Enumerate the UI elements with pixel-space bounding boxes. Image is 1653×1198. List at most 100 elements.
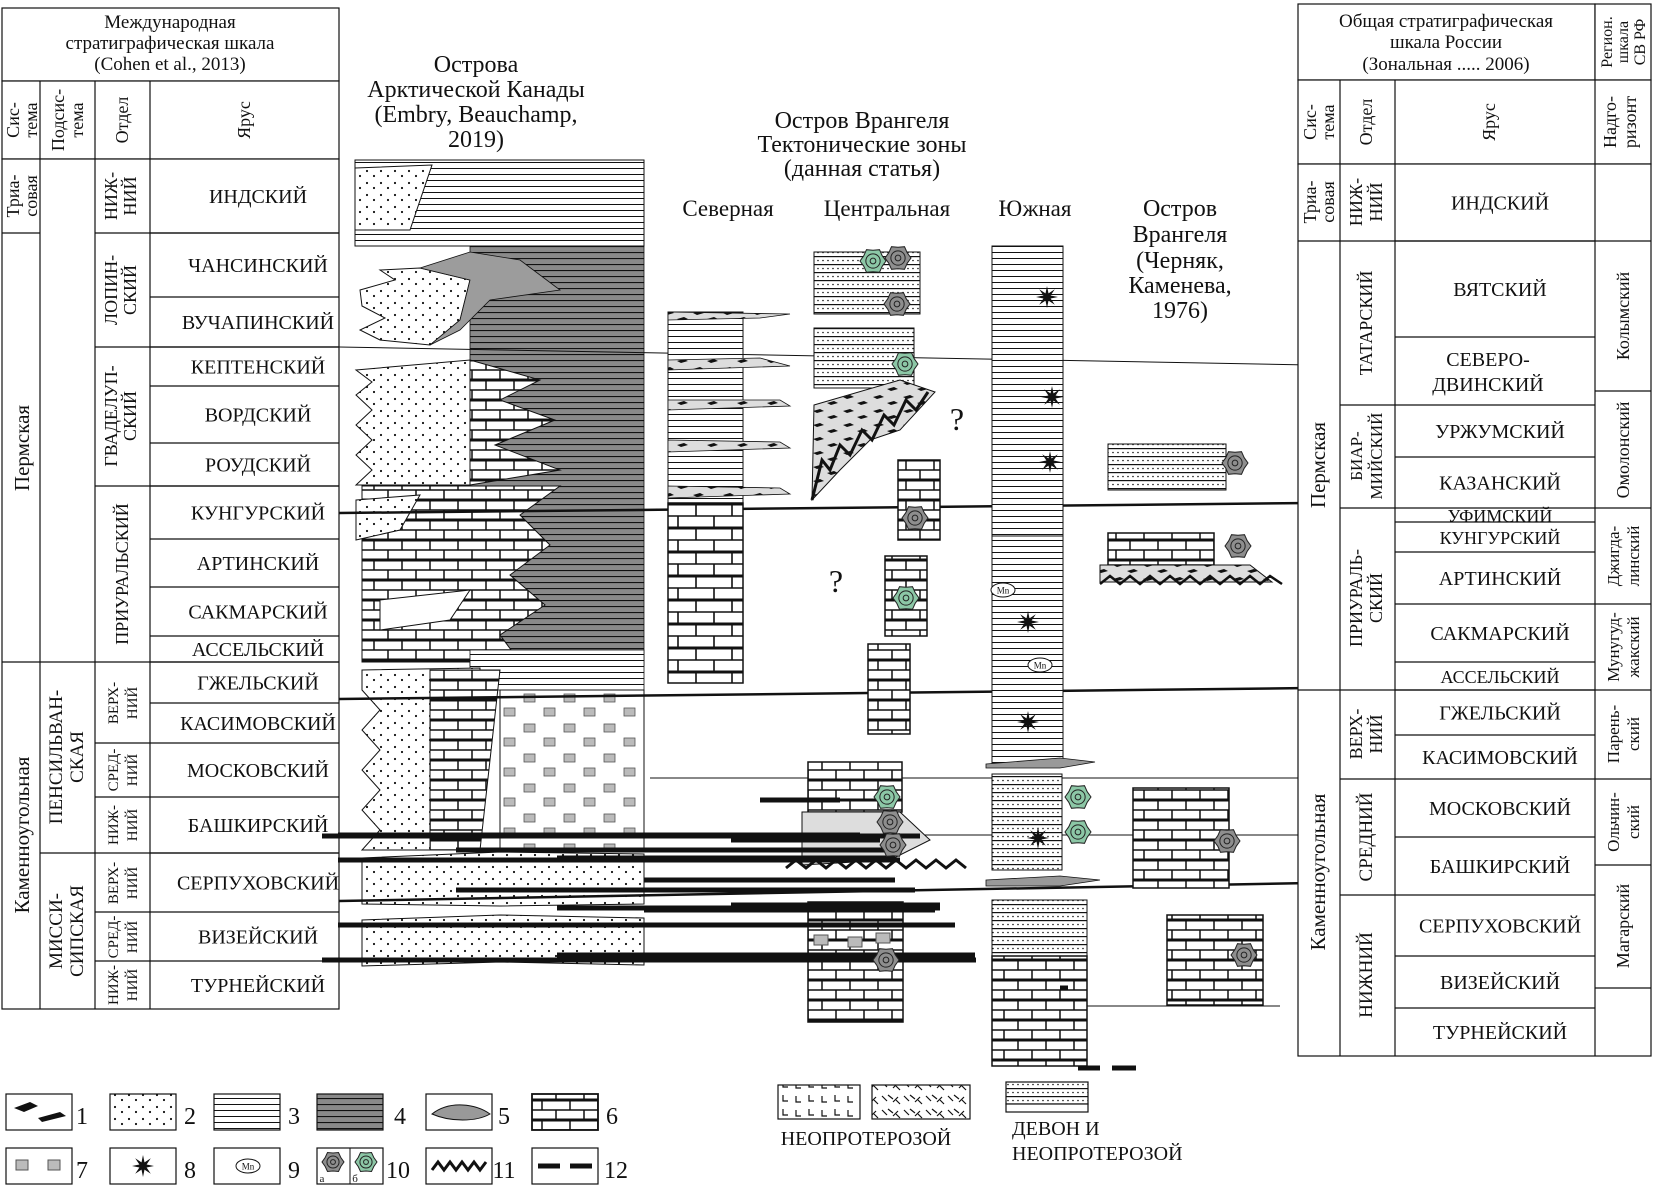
intl-subsystem-mississippian-2: СИПСКАЯ	[67, 885, 88, 977]
south-banded-lower	[991, 899, 1088, 957]
intl-series-middle-miss-1: СРЕД-	[106, 916, 122, 959]
fossil-marker	[354, 1151, 378, 1173]
central-chert-1	[813, 934, 829, 946]
intl-system-triassic-2: совая	[21, 175, 41, 217]
south-limestone	[991, 955, 1088, 1067]
legend-swatch-2	[109, 1093, 177, 1131]
cherniak-title-line2: Врангеля	[1133, 222, 1228, 248]
cherniak-unconformity	[1099, 574, 1283, 586]
north-lens-5	[667, 485, 792, 499]
north-lens-4	[667, 439, 792, 453]
intl-series-lopingian-2: СКИЙ	[120, 265, 140, 315]
russia-stage-label: УРЖУМСКИЙ	[1435, 420, 1565, 443]
canada-lime-guadalupian	[469, 359, 562, 486]
intl-series-cisuralian: ПРИУРАЛЬСКИЙ	[112, 503, 132, 645]
russia-horizon-magar: Магарский	[1613, 883, 1633, 968]
zone-northern-label: Северная	[682, 196, 774, 221]
fossil-marker	[883, 292, 911, 316]
intl-series-guadalupian-1: ГВАДЕЛУП-	[101, 365, 121, 466]
russia-system-triassic-2: совая	[1318, 181, 1338, 223]
wrangel-title-line2: Тектонические зоны	[757, 132, 966, 158]
cherniak-limestone-moscovian	[1132, 787, 1230, 889]
legend-devonian-label-2: НЕОПРОТЕРОЗОЙ	[1012, 1142, 1183, 1165]
intl-stage-label: КЕПТЕНСКИЙ	[191, 356, 325, 379]
cherniak-banded	[1107, 443, 1227, 491]
intl-header-line3: (Cohen et al., 2013)	[94, 54, 245, 75]
russia-header-line3: (Зональная ..... 2006)	[1362, 54, 1529, 75]
russia-stage-label: СЕВЕРО-	[1446, 349, 1530, 371]
canada-grey-lopingian	[418, 251, 562, 346]
russia-series-biarmian-2: МИЙСКИЙ	[1367, 413, 1386, 500]
south-banded-upper	[991, 773, 1063, 871]
mn-marker: Mn	[1027, 657, 1053, 673]
russia-stage-label: МОСКОВСКИЙ	[1429, 797, 1571, 820]
russia-stage-label: ВЯТСКИЙ	[1453, 278, 1546, 301]
fossil-marker	[872, 948, 900, 972]
canada-sand-wedge-triassic	[354, 164, 433, 231]
central-question-1: ?	[950, 401, 964, 437]
legend-devonian-swatch	[1005, 1081, 1089, 1105]
intl-series-middle-miss-2: НИЙ	[124, 921, 141, 954]
intl-series-lower-penn-1: НИЖ-	[106, 805, 122, 845]
fossil-marker	[891, 352, 919, 376]
russia-system-triassic-1: Триа-	[1300, 181, 1320, 224]
intl-series-guadalupian-2: СКИЙ	[120, 391, 140, 441]
fossil-marker	[876, 810, 904, 834]
fossil-marker	[321, 1151, 345, 1173]
central-chert-2	[847, 936, 863, 948]
russia-series-upper-carb-1: ВЕРХ-	[1346, 709, 1366, 760]
intl-col-subsystem-2: тема	[67, 102, 87, 137]
star-markers	[1017, 286, 1063, 849]
legend-swatch-3	[213, 1093, 281, 1131]
legend-number: 11	[492, 1158, 515, 1184]
canada-sand-cisuralian	[355, 494, 421, 541]
legend-star-symbol	[132, 1155, 154, 1177]
legend-sub-b: б	[352, 1173, 358, 1185]
russia-system-permian: Пермская	[1306, 422, 1330, 508]
star-marker	[1041, 386, 1063, 408]
russia-series-cisuralian-1: ПРИУРАЛЬ-	[1346, 549, 1366, 647]
intl-col-stage: Ярус	[234, 101, 254, 139]
russia-col-horizon-2: ризонт	[1620, 96, 1640, 148]
north-lens-2	[667, 357, 791, 371]
russia-scale: Общая стратиграфическая шкала России (Зо…	[1297, 3, 1652, 1057]
russia-regional-header-2: шкала	[1615, 21, 1632, 63]
russia-horizon-dzhigda-2: линский	[1624, 526, 1643, 587]
wrangel-title-line3: (данная статья)	[784, 156, 940, 182]
intl-stage-label: БАШКИРСКИЙ	[188, 814, 329, 837]
fossil-markers	[859, 246, 1258, 972]
south-shale-lower	[991, 535, 1064, 767]
star-marker	[1017, 711, 1039, 733]
legend-sub-a: а	[320, 1173, 325, 1185]
intl-col-subsystem-1: Подсис-	[48, 89, 68, 151]
legend-number: 7	[76, 1158, 88, 1184]
legend-neoproterozoic-swatch-b	[871, 1084, 971, 1120]
central-limestone-3	[867, 643, 911, 735]
russia-horizon-dzhigda-1: Джигда-	[1604, 525, 1623, 586]
intl-series-middle-penn-1: СРЕД-	[106, 749, 122, 792]
legend-unconformity-symbol	[430, 1159, 488, 1173]
cherniak-title-line1: Остров	[1143, 196, 1217, 222]
russia-regional-header-1: Регион.	[1599, 16, 1616, 67]
canada-title-line3: (Embry, Beauchamp,	[374, 102, 577, 128]
russia-stage-label: САКМАРСКИЙ	[1430, 622, 1569, 645]
fossil-marker	[884, 246, 912, 270]
intl-stage-label: РОУДСКИЙ	[205, 454, 311, 477]
legend-neoproterozoic-swatch-a	[777, 1084, 861, 1120]
intl-series-lower-miss-1: НИЖ-	[106, 965, 122, 1005]
legend-chert-a	[15, 1159, 29, 1171]
mn-text: Mn	[997, 586, 1010, 596]
legend-neoproterozoic-label: НЕОПРОТЕРОЗОЙ	[781, 1127, 952, 1150]
south-lens-1	[985, 757, 1096, 769]
fossil-marker	[879, 833, 907, 857]
legend-number: 6	[606, 1104, 618, 1130]
russia-stage-label: ДВИНСКИЙ	[1432, 373, 1543, 396]
russia-col-stage: Ярус	[1479, 103, 1499, 141]
russia-series-lower-tr-2: НИЙ	[1366, 183, 1386, 222]
international-scale: Международная стратиграфическая шкала (C…	[1, 7, 340, 1010]
mn-text: Mn	[1034, 661, 1047, 671]
canada-title-line4: 2019)	[448, 127, 504, 153]
intl-col-series: Отдел	[112, 97, 132, 144]
